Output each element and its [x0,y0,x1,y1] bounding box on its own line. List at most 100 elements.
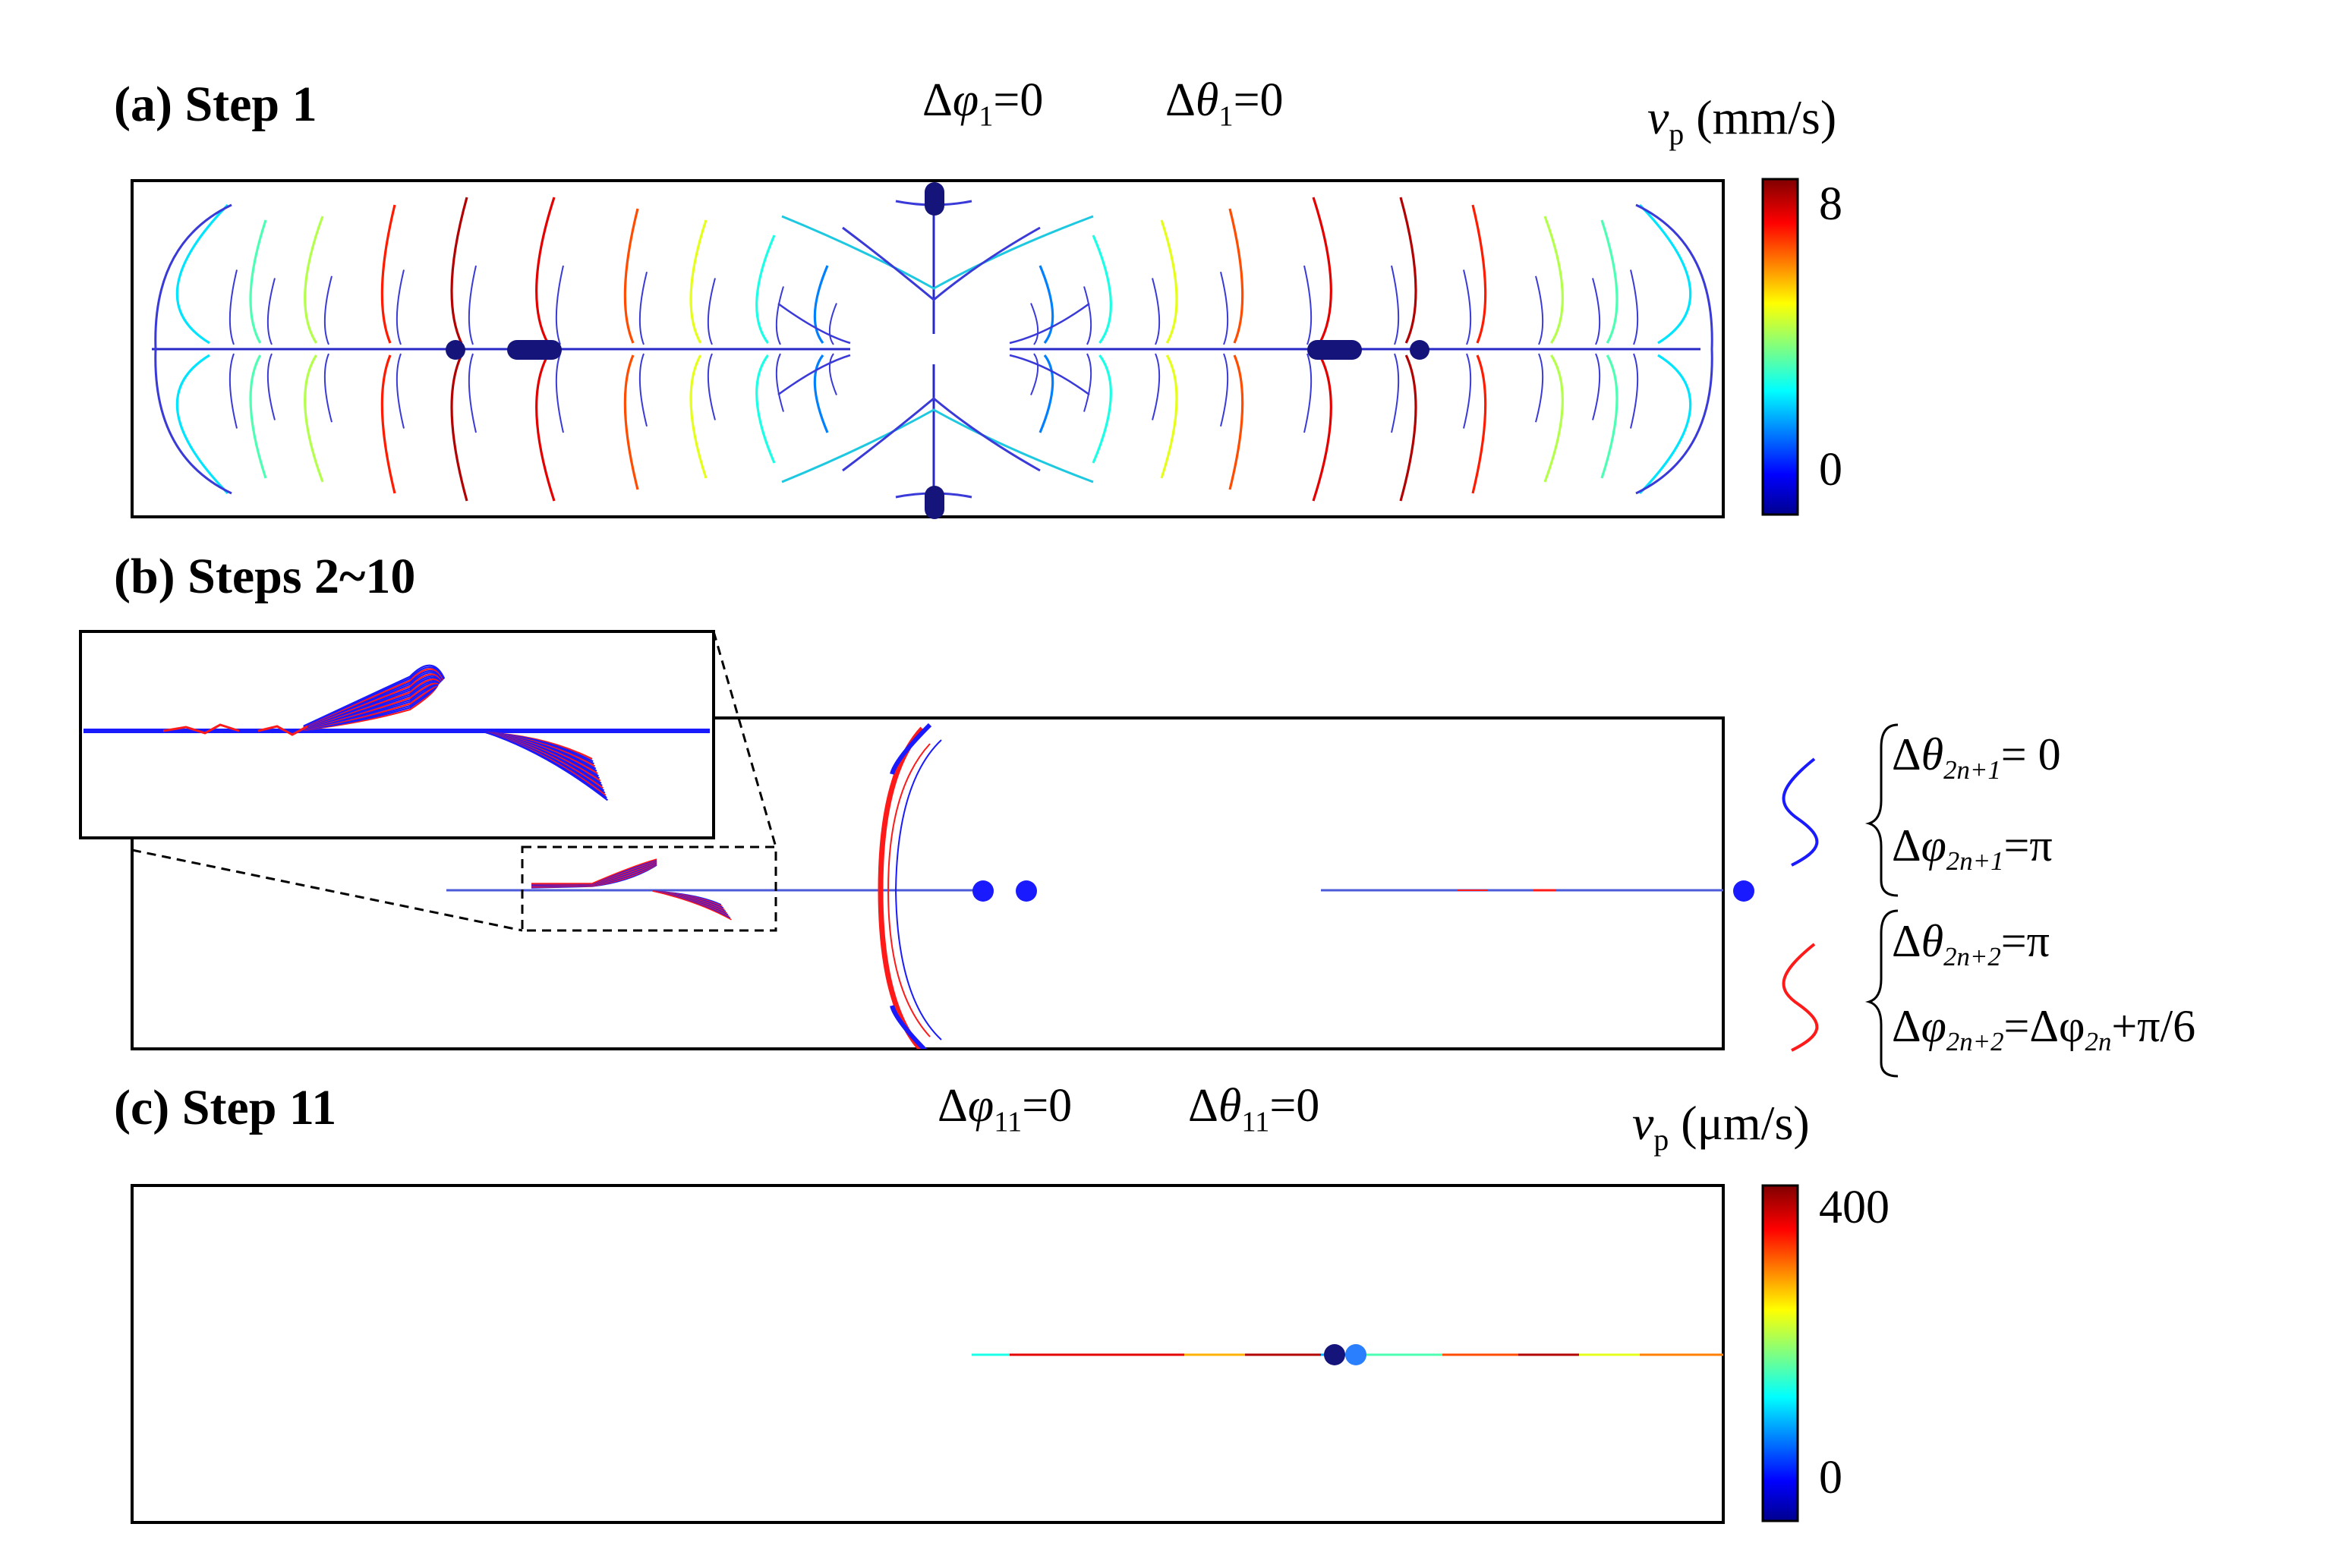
panel-a-particle-right [1410,340,1429,360]
panel-a-inner-r2-lower [1535,353,1544,423]
panel-a-inner-1-lower [266,353,276,420]
panel-a-colorbar [1761,178,1799,516]
panel-a-arc-r3-lower [1471,354,1487,494]
panel-a-particle-cluster-top [925,182,944,216]
panel-a-inner-r1-lower [1592,353,1601,420]
panel-a-inner-6-lower [638,353,648,427]
panel-b-label: (b) Steps 2~10 [114,549,416,604]
panel-a-inner-2-lower [323,353,333,423]
legend-red-brace [1864,909,1899,1078]
panel-a-arc-r9-upper [1039,265,1054,344]
panel-b-bracket-blue-outer [890,723,932,775]
panel-a-inner-8-upper [775,286,784,345]
panel-a-arc-r2-lower [1543,354,1564,483]
panel-a-arc-l0-lower [175,354,229,495]
panel-a-inner-8-lower [775,353,784,412]
panel-b-bracket-red-inner [887,743,931,1037]
panel-c-particles [1324,1344,1366,1365]
panel-a-colorbar-max: 8 [1819,178,1842,230]
panel-a-arc-l4-upper [450,197,468,344]
panel-b-particle-3 [1733,880,1754,902]
panel-a-arc-r4-lower [1399,354,1417,502]
panel-a-inner-r5-lower [1303,353,1313,433]
panel-a-arc-l7-lower [689,354,708,479]
panel-c-label: (c) Step 11 [114,1080,337,1135]
panel-a-arc-r7-upper [1160,219,1178,344]
panel-a-colorbar-min: 0 [1819,444,1842,496]
panel-a-inner-r2-upper [1535,276,1544,345]
panel-a-arc-l3-upper [380,204,396,344]
panel-a-arc-l4-lower [450,354,468,502]
panel-a-arc-l9-lower [813,354,829,433]
panel-a-arc-l1-lower [249,354,267,479]
panel-b-inset-kink-1 [162,723,240,735]
panel-a-inner-4-upper [468,265,477,345]
panel-a-tip-right-upper [1009,302,1090,345]
panel-a-inner-r0-lower [1630,353,1639,429]
panel-a-inner-r6-lower [1220,353,1229,427]
legend-blue-brace [1864,723,1899,897]
panel-a-eq-theta: Δθ1=0 [1165,74,1284,133]
panel-a-arc-r5-lower [1312,354,1332,502]
panel-a-tip-right-lower [1009,354,1090,396]
panel-a-inner-r4-lower [1391,353,1400,433]
panel-a-inner-7-lower [707,353,716,420]
panel-a-inner-r6-upper [1220,272,1229,345]
panel-b-inset-kink-2 [257,725,308,736]
panel-a-inner-5-lower [555,353,564,433]
panel-a-arc-l6-upper [623,208,639,344]
legend-red-line2: Δφ2n+2=Δφ2n+π/6 [1892,1001,2196,1057]
panel-a-inner-3-upper [396,269,405,345]
panel-b-frame [131,716,1725,1050]
panel-a-inner-r7-lower [1152,353,1161,420]
panel-a-center-fan-2 [842,226,1041,301]
panel-a-inner-r8-lower [1083,353,1092,412]
panel-b-bracket-red [878,726,925,1049]
panel-a-center-fan-4 [842,397,1041,472]
panel-a-arc-r9-lower [1039,354,1054,433]
panel-a-center-fan-1 [781,215,1094,290]
panel-a-trajectories [152,190,1713,508]
panel-a-inner-1-upper [266,278,276,345]
panel-a-inner-r3-lower [1463,353,1472,429]
panel-b-inset-frame [79,630,715,839]
panel-a-arc-r4-upper [1399,197,1417,344]
panel-c-eq-phi: Δφ11=0 [938,1080,1073,1138]
panel-a-inner-r3-upper [1463,269,1472,345]
panel-a-inner-r8-upper [1083,286,1092,345]
panel-a-inner-3-lower [396,353,405,429]
panel-a-arc-r5-upper [1312,197,1332,344]
panel-a-inner-9-lower [828,353,837,395]
panel-a-eq-phi: Δφ1=0 [922,74,1044,133]
panel-a-inner-r7-upper [1152,278,1161,345]
panel-a-arc-l8-upper [755,235,776,344]
panel-a-arc-r8-upper [1092,235,1112,344]
panel-b-zoom-connector-2 [712,631,777,848]
panel-a-inner-r4-upper [1391,265,1400,345]
panel-c-colorbar-max: 400 [1819,1182,1890,1233]
panel-c-particle-2 [1345,1344,1366,1365]
panel-a-arc-l5-lower [535,354,556,502]
panel-c-colorbar-title: vp (μm/s) [1632,1096,1810,1157]
panel-a-arc-r7-lower [1160,354,1178,479]
panel-a-particle-cluster-bottom [925,486,944,519]
panel-a-outer-lobe-left [154,203,232,495]
panel-c-colorbar-min: 0 [1819,1452,1842,1503]
panel-a-outer-lobe-right [1635,203,1713,495]
panel-b-particle-1 [972,880,994,902]
panel-a-tip-left-upper [777,302,851,345]
panel-a-inner-r5-upper [1303,265,1313,345]
panel-a-arc-l6-lower [623,354,639,490]
panel-a-particles [446,182,1429,519]
panel-a-inner-7-upper [707,278,716,345]
panel-a-arc-l5-upper [535,197,556,344]
panel-c-eq-theta: Δθ11=0 [1188,1080,1320,1138]
panel-b-trajectories [446,723,1723,1049]
panel-a-inner-r9-lower [1030,353,1039,395]
legend-red-line1: Δθ2n+2=π [1892,916,2050,972]
panel-a-arc-l9-upper [813,265,829,344]
panel-a-arc-r6-upper [1228,208,1244,344]
panel-a-center-fan-3 [781,408,1094,483]
panel-b-bracket-blue-outer-bottom [890,1005,928,1049]
